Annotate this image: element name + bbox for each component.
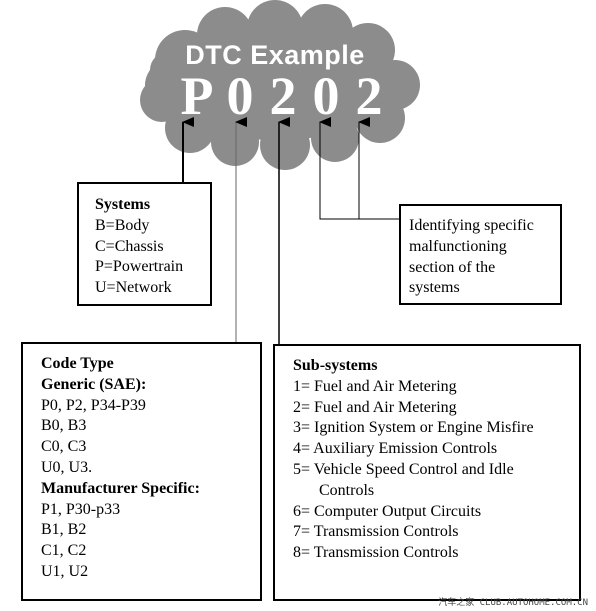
cloud-title: DTC Example (185, 40, 365, 70)
subsystem-line: 3= Ignition System or Engine Misfire (293, 419, 534, 437)
dtc-char-subsystem: 2 (269, 66, 297, 126)
systems-heading: Systems (95, 196, 151, 213)
subsystem-line: 4= Auxiliary Emission Controls (293, 440, 498, 458)
code-type-heading: Code Type (41, 355, 114, 372)
dtc-char-system: P (180, 66, 214, 126)
identifying-box: Identifying specific malfunctioning sect… (399, 204, 562, 305)
manufacturer-line: P1, P30-p33 (41, 500, 121, 518)
identifying-line: section of the (409, 258, 496, 276)
arrow-identifying-2 (358, 117, 399, 220)
generic-line: P0, P2, P34-P39 (41, 396, 146, 414)
identifying-line: Identifying specific (409, 217, 534, 234)
subsystems-box: Sub-systems 1= Fuel and Air Metering 2= … (273, 344, 581, 601)
manufacturer-line: C1, C2 (41, 542, 87, 560)
subsystem-line: 6= Computer Output Circuits (293, 502, 482, 520)
manufacturer-heading: Manufacturer Specific: (41, 479, 200, 497)
generic-line: B0, B3 (41, 417, 87, 435)
systems-line: B=Body (95, 216, 150, 234)
manufacturer-line: U1, U2 (41, 562, 89, 580)
generic-line: U0, U3. (41, 458, 93, 476)
subsystem-line-continuation: Controls (319, 481, 375, 499)
generic-line: C0, C3 (41, 438, 87, 456)
systems-line: C=Chassis (95, 237, 164, 255)
dtc-char-code-type: 0 (226, 66, 254, 126)
systems-line: P=Powertrain (95, 258, 184, 276)
identifying-line: systems (409, 279, 460, 297)
subsystem-line: 5= Vehicle Speed Control and Idle (293, 460, 514, 478)
subsystems-heading: Sub-systems (293, 357, 378, 374)
dtc-code: P 0 2 0 2 (178, 66, 388, 126)
subsystem-line: 8= Transmission Controls (293, 544, 459, 562)
subsystem-line: 2= Fuel and Air Metering (293, 398, 457, 416)
generic-heading: Generic (SAE): (41, 375, 147, 393)
dtc-char-section-2: 2 (355, 66, 383, 126)
code-type-box: Code Type Generic (SAE): P0, P2, P34-P39… (21, 342, 262, 601)
dtc-char-section-1: 0 (312, 66, 340, 126)
systems-line: U=Network (95, 279, 172, 297)
connector-lines (182, 117, 399, 344)
systems-box: Systems B=Body C=Chassis P=Powertrain U=… (77, 182, 212, 306)
watermark-text: 汽车之家 CLUB.AUTOHOME.COM.CN (438, 598, 588, 608)
subsystem-line: 1= Fuel and Air Metering (293, 377, 457, 395)
identifying-line: malfunctioning (409, 237, 507, 255)
manufacturer-line: B1, B2 (41, 521, 87, 539)
subsystem-line: 7= Transmission Controls (293, 523, 459, 541)
